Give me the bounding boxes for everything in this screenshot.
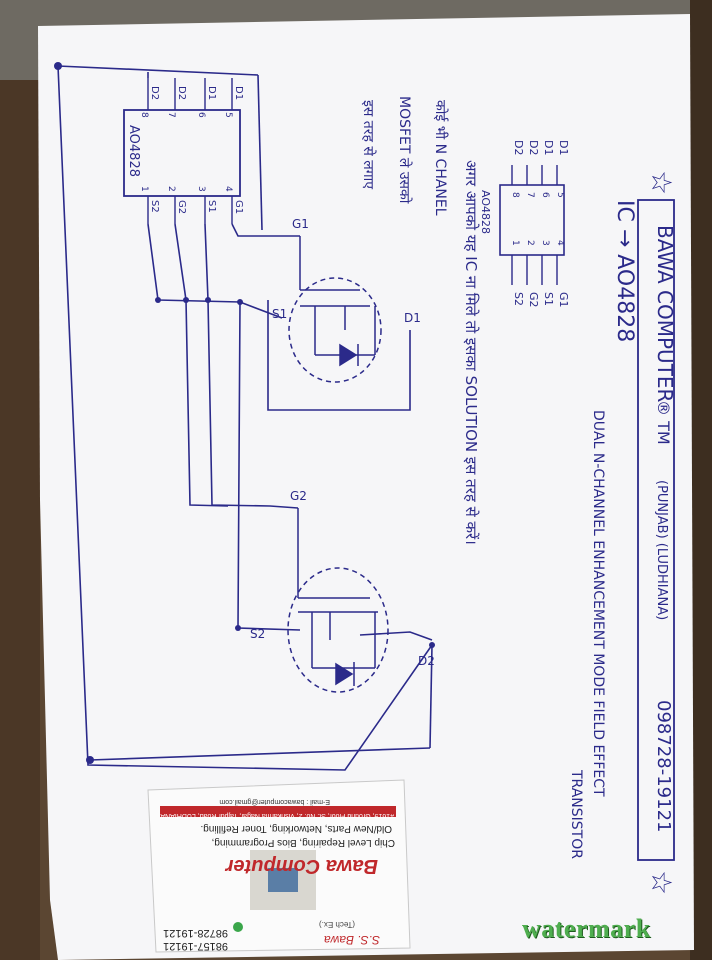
- mosfet-2-drain-label: D2: [418, 654, 435, 668]
- whatsapp-icon: [233, 922, 243, 932]
- large-pin-num-3: 3: [196, 186, 206, 192]
- card-services-1: Chip Level Repairing, Bios Programming,: [212, 837, 395, 848]
- small-pin-num-5: 5: [555, 192, 565, 198]
- large-pin-name-d1b: D1: [206, 86, 217, 100]
- hindi-note-line-1: अगर आपको यह IC ना मिले तो इसका SOLUTION …: [462, 160, 480, 545]
- card-phone-1: 98728-19121: [163, 927, 228, 939]
- header-location: (PUNJAB) (LUDHIANA): [654, 480, 669, 620]
- background-desk-left: [0, 80, 40, 960]
- card-email: E-mail : bawacomputer@gmail.com: [219, 798, 330, 805]
- large-pin-num-1: 1: [139, 186, 149, 192]
- header-mark: ® TM: [654, 400, 673, 445]
- mosfet-1-drain-label: D1: [404, 311, 421, 325]
- mosfet-2-gate-label: G2: [290, 489, 307, 503]
- description-line-1: DUAL N-CHANNEL ENHANCEMENT MODE FIELD EF…: [590, 410, 606, 797]
- large-pin-name-s1: S1: [206, 200, 217, 213]
- paper-sheet: [38, 14, 694, 960]
- small-pin-name-s2: S2: [512, 292, 525, 306]
- mosfet-2-symbol: [287, 508, 389, 693]
- small-pin-name-1: D1: [557, 140, 570, 155]
- small-pin-num-7: 7: [525, 192, 535, 198]
- large-pin-name-d2b: D2: [149, 86, 160, 100]
- header-box: ☆ ☆ BAWA COMPUTER ® TM (PUNJAB) (LUDHIAN…: [637, 170, 678, 895]
- mosfet-1-symbol: [288, 236, 382, 383]
- small-pin-num-4: 4: [555, 240, 565, 246]
- large-pin-num-2: 2: [166, 186, 176, 192]
- small-pin-name-s1: S1: [542, 292, 555, 306]
- card-services-2: Old/New Parts, Networking, Toner Refilli…: [200, 823, 392, 834]
- hindi-note-line-4: इस तरह से लगाए: [360, 100, 377, 189]
- mosfet-2-source-label: S2: [250, 627, 265, 641]
- hindi-note-line-3: MOSFET ले उसको: [396, 96, 413, 204]
- small-pin-num-8: 8: [510, 192, 520, 198]
- mosfet-1-gate-label: G1: [292, 217, 309, 231]
- large-pin-name-s2: S2: [149, 200, 160, 213]
- card-address: #1619, Ground Floor, St. No. 2, Vishkarm…: [160, 812, 394, 819]
- large-pin-name-g1: G1: [233, 200, 244, 214]
- star-top-icon: ☆: [645, 170, 678, 195]
- small-pinout-diagram: D1 D1 D2 D2 5 6 7 8 4 3 2 1 G1 S1 G2 S2 …: [479, 140, 570, 308]
- small-pin-name-4: D2: [512, 140, 525, 155]
- header-phone: 098728-19121: [653, 700, 674, 832]
- card-name: S.S. Bawa: [324, 933, 380, 947]
- large-pin-num-6: 6: [196, 112, 206, 118]
- small-pin-num-6: 6: [540, 192, 550, 198]
- circuit-wires: [57, 65, 433, 771]
- business-card: S.S. Bawa (Tech Ex.) 98728-19121 98157-1…: [147, 779, 411, 953]
- mosfet-1-source-label: S1: [272, 307, 287, 321]
- star-bottom-icon: ☆: [645, 870, 678, 895]
- large-pin-num-8: 8: [139, 112, 149, 118]
- large-pin-num-4: 4: [223, 186, 233, 192]
- header-brand: BAWA COMPUTER: [653, 225, 677, 403]
- card-name-sub: (Tech Ex.): [319, 920, 355, 929]
- large-pin-name-d2a: D2: [176, 86, 187, 100]
- small-pin-name-g2: G2: [527, 292, 540, 308]
- large-pin-num-5: 5: [223, 112, 233, 118]
- large-pin-name-d1a: D1: [233, 86, 244, 100]
- card-company: Bawa Computer: [225, 855, 378, 877]
- small-pin-name-g1: G1: [557, 292, 570, 308]
- small-pin-name-3: D2: [527, 140, 540, 155]
- junction-dots: [54, 62, 435, 764]
- ic-line: IC → AO4828: [612, 200, 637, 342]
- background-desk-right: [690, 0, 712, 960]
- small-chip-label: AO4828: [479, 190, 492, 234]
- large-pin-name-g2: G2: [176, 200, 187, 214]
- small-pin-num-2: 2: [525, 240, 535, 246]
- card-phone-2: 98157-19121: [163, 940, 228, 952]
- hindi-note-line-2: कोई भी N CHANEL: [432, 100, 449, 216]
- card-address-bar: [160, 806, 396, 817]
- watermark-text: watermark: [522, 914, 651, 943]
- large-chip-label: AO4828: [126, 125, 141, 177]
- small-pin-num-3: 3: [540, 240, 550, 246]
- large-pin-num-7: 7: [166, 112, 176, 118]
- small-pin-name-2: D1: [542, 140, 555, 155]
- small-pin-num-1: 1: [510, 240, 520, 246]
- large-ic-chip: AO4828 D1 D1 D2 D2 5 6 7 8 4 3 2 1 G1 S1…: [123, 78, 244, 224]
- description-line-2: TRANSISTOR: [568, 769, 584, 859]
